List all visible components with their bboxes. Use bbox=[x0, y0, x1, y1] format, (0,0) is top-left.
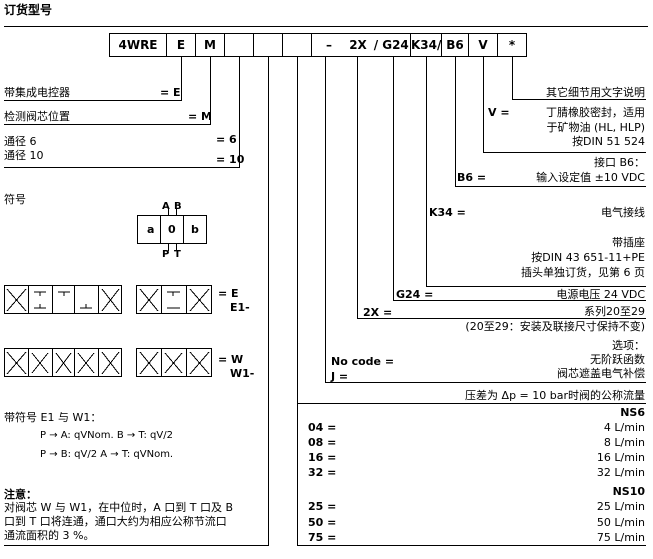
symbols-heading: 符号 bbox=[4, 193, 26, 206]
code-box-star: * bbox=[497, 33, 527, 57]
ns10-value-50: 50 L/min bbox=[596, 516, 645, 529]
ns6-value-08: 8 L/min bbox=[603, 436, 645, 449]
position-0: 0 bbox=[168, 223, 176, 236]
ns6-code-08: 08 = bbox=[308, 436, 337, 449]
plug-line-1: 带插座 bbox=[612, 236, 645, 249]
code-integrated-electronics: = E bbox=[160, 86, 181, 99]
port-a: A bbox=[162, 201, 170, 212]
v-desc-1: 丁腈橡胶密封，适用 bbox=[546, 106, 645, 119]
position-a: a bbox=[147, 223, 155, 236]
label-spool-monitoring: 检测阀芯位置 bbox=[4, 110, 70, 123]
ns10-value-25: 25 L/min bbox=[596, 500, 645, 513]
flow-line-1: P → A: qVNom. B → T: qV/2 bbox=[40, 430, 173, 441]
ns10-heading: NS10 bbox=[612, 485, 645, 498]
port-p: P bbox=[162, 249, 170, 260]
port-b: B bbox=[174, 201, 182, 212]
code-symbol-w: = W bbox=[218, 353, 244, 366]
ns6-heading: NS6 bbox=[620, 406, 645, 419]
code-spool-monitoring: = M bbox=[188, 110, 212, 123]
interface-b6: 接口 B6： bbox=[593, 156, 645, 169]
label-size-10: 通径 10 bbox=[4, 149, 44, 162]
note-line-3: 通流面积的 3 %。 bbox=[4, 529, 95, 542]
option-1: 无阶跃函数 bbox=[590, 353, 645, 366]
valve-symbol-icon bbox=[137, 208, 207, 251]
v-desc-2: 于矿物油 (HL, HLP) bbox=[546, 121, 645, 134]
ns6-code-04: 04 = bbox=[308, 421, 337, 434]
option-2: 阀芯遮盖电气补偿 bbox=[557, 367, 645, 380]
spool-symbol-e-icon bbox=[4, 285, 212, 314]
note-line-2: 口到 T 口将连通，通口大约为相应公称节流口 bbox=[4, 515, 227, 528]
ns10-code-50: 50 = bbox=[308, 516, 337, 529]
label-size-6: 通径 6 bbox=[4, 135, 37, 148]
port-t: T bbox=[174, 249, 181, 260]
code-k34: K34 = bbox=[429, 206, 466, 219]
ns6-value-16: 16 L/min bbox=[596, 451, 645, 464]
code-b6: B6 = bbox=[457, 171, 487, 184]
ns6-value-32: 32 L/min bbox=[596, 466, 645, 479]
heading: 订货型号 bbox=[4, 3, 53, 17]
g24-desc: 电源电压 24 VDC bbox=[556, 288, 645, 301]
code-size-10: = 10 bbox=[216, 153, 245, 166]
code-symbol-e1: E1- bbox=[230, 301, 250, 314]
flow-line-2: P → B: qV/2 A → T: qVNom. bbox=[40, 449, 174, 460]
2x-note: (20至29：安装及联接尺寸保持不变) bbox=[465, 320, 645, 333]
code-box-2x: 2X bbox=[345, 33, 371, 57]
ns10-value-75: 75 L/min bbox=[596, 531, 645, 544]
ns6-value-04: 4 L/min bbox=[603, 421, 645, 434]
plug-line-3: 插头单独订货，见第 6 页 bbox=[521, 266, 645, 279]
other-details: 其它细节用文字说明 bbox=[546, 86, 645, 99]
code-2x: 2X = bbox=[363, 306, 393, 319]
code-box-dash: – bbox=[311, 33, 346, 57]
code-no-code: No code = bbox=[331, 355, 395, 368]
code-size-6: = 6 bbox=[216, 133, 237, 146]
v-desc-3: 按DIN 51 524 bbox=[572, 135, 645, 148]
note-title: 注意： bbox=[4, 488, 37, 501]
code-box-slash: / bbox=[370, 33, 382, 57]
ns6-code-32: 32 = bbox=[308, 466, 337, 479]
code-symbol-w1: W1- bbox=[230, 367, 255, 380]
flow-title: 压差为 Δp = 10 bar时阀的公称流量 bbox=[465, 389, 645, 402]
code-symbol-e: = E bbox=[218, 287, 239, 300]
label-integrated-electronics: 带集成电控器 bbox=[4, 86, 70, 99]
2x-desc: 系列20至29 bbox=[584, 305, 645, 318]
code-g24: G24 = bbox=[396, 288, 434, 301]
spool-symbol-w-icon bbox=[4, 348, 212, 377]
ns6-code-16: 16 = bbox=[308, 451, 337, 464]
k34-desc: 电气接线 bbox=[601, 206, 645, 219]
position-b: b bbox=[191, 223, 199, 236]
ns10-code-25: 25 = bbox=[308, 500, 337, 513]
code-v: V = bbox=[488, 106, 510, 119]
plug-line-2: 按DIN 43 651-11+PE bbox=[531, 251, 645, 264]
b6-desc: 输入设定值 ±10 VDC bbox=[536, 171, 645, 184]
note-line-1: 对阀芯 W 与 W1，在中位时，A 口到 T 口及 B bbox=[4, 501, 234, 514]
ns10-code-75: 75 = bbox=[308, 531, 337, 544]
code-j: J = bbox=[331, 370, 349, 383]
options-title: 选项： bbox=[612, 339, 645, 352]
e1-w1-title: 带符号 E1 与 W1： bbox=[4, 411, 102, 424]
